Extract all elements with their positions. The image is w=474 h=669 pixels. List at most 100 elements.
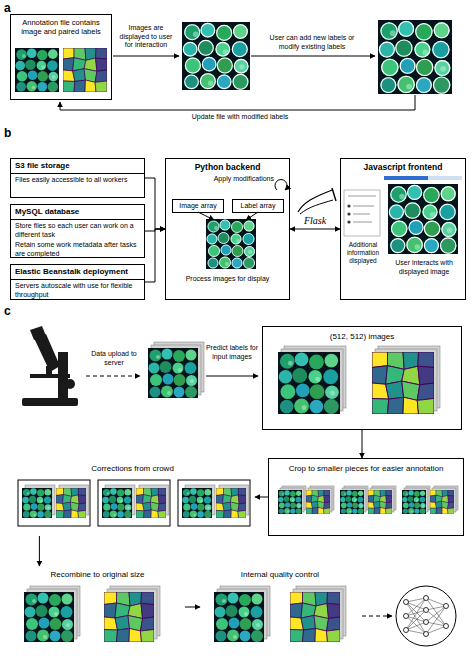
panel-a-art — [182, 22, 250, 90]
box-text: Retain some work metadata after tasks ar… — [11, 239, 144, 258]
panel-b-art — [300, 200, 333, 214]
box-text: Files easily accessible to all workers — [11, 174, 144, 185]
panel-c-art — [424, 608, 429, 613]
panel-c-art — [178, 480, 250, 526]
panel-a-art — [378, 20, 452, 94]
process-box: Javascript frontendAdditional informatio… — [340, 158, 466, 300]
panel-c-art — [396, 586, 456, 646]
annotation-text: Images are displayed to user for interac… — [116, 24, 176, 50]
panel-c-art — [424, 596, 429, 601]
panel-b-art — [348, 195, 376, 197]
annotation-text: User can add new labels or modify existi… — [262, 34, 362, 51]
panel-c-art — [406, 598, 426, 630]
panel-c-art — [22, 398, 78, 406]
panel-c-art — [404, 600, 409, 605]
panel-c-art — [426, 610, 446, 626]
panel-c-art — [30, 326, 46, 340]
box-heading: Label array — [233, 200, 283, 212]
panel-c-art — [426, 606, 446, 634]
panel-b-art — [353, 206, 374, 207]
box-text: Servers autoscale with use for flexible … — [11, 280, 144, 299]
panel-c-art — [306, 490, 330, 514]
panel-c-art — [406, 598, 446, 634]
panel-b-art — [298, 190, 332, 212]
annotation-text: Predict labels for input images — [202, 344, 262, 361]
process-box: Annotation file contains image and paire… — [10, 14, 112, 100]
panel-c-art — [406, 610, 426, 630]
panel-c-art — [206, 376, 258, 377]
process-box: Corrections from crowd — [10, 458, 255, 536]
panel-c-art — [24, 592, 74, 642]
panel-b-art — [198, 176, 462, 269]
connector-arrow — [362, 430, 363, 458]
process-box: S3 file storageFiles easily accessible t… — [10, 158, 145, 198]
box-text: Apply modifications — [196, 175, 274, 184]
panel-c-art — [102, 488, 132, 518]
panel-c-art — [18, 480, 90, 526]
box-text: Store files so each user can work on a d… — [11, 220, 144, 239]
process-box: Python backendApply modificationsProcess… — [165, 158, 290, 300]
process-box: (512, 512) images — [262, 326, 462, 430]
connector-arrow — [290, 229, 340, 230]
panel-c-art — [98, 480, 170, 526]
box-heading: Annotation file contains image and paire… — [14, 18, 108, 36]
box-heading: MySQL database — [11, 205, 144, 220]
process-box: MySQL databaseStore files so each user c… — [10, 204, 145, 258]
panel-a-art — [113, 56, 179, 57]
panel-c-art — [424, 620, 429, 625]
panel-a-art — [60, 95, 415, 110]
panel-b-art — [246, 212, 258, 220]
panel-c-art — [426, 626, 446, 634]
panel-a-art — [251, 56, 375, 57]
box-heading: Javascript frontend — [341, 162, 465, 172]
connector-arrow — [255, 497, 268, 498]
panel-c-art — [148, 348, 198, 398]
panel-b-art — [384, 176, 428, 180]
edge-label: Flask — [293, 215, 337, 227]
box-heading: Image array — [173, 200, 223, 212]
process-box: Label array — [232, 199, 284, 213]
panel-b-art — [347, 212, 350, 215]
panel-c-art — [444, 604, 449, 609]
panel-c-art — [444, 624, 449, 629]
panel-c-art — [402, 490, 426, 514]
panel-c-art — [362, 616, 392, 617]
process-box: Recombine to original size — [10, 566, 185, 648]
panel-c-art — [30, 374, 70, 378]
panel-b-art — [344, 190, 380, 236]
annotation-text: Update file with modified labels — [160, 113, 320, 122]
panel-c-art — [426, 598, 446, 626]
panel-c-art — [214, 592, 264, 642]
panel-c-art — [104, 592, 154, 642]
panel-b-art — [388, 184, 458, 254]
connector-arrow — [145, 229, 165, 282]
panel-c-art — [136, 488, 166, 518]
box-heading: Recombine to original size — [10, 570, 185, 580]
connector-arrow — [145, 178, 165, 229]
panel-c-art — [65, 379, 75, 389]
panel-b-art — [347, 204, 350, 207]
box-heading: Internal quality control — [200, 570, 360, 580]
panel-a-art — [63, 48, 107, 92]
panel-letter: a — [4, 1, 11, 15]
panel-c-art — [406, 622, 426, 630]
panel-b-art — [275, 180, 287, 190]
box-heading: Corrections from crowd — [10, 464, 255, 474]
connector-arrow — [145, 229, 165, 231]
box-heading: Elastic Beanstalk deployment — [11, 265, 144, 280]
panel-c-art — [46, 366, 52, 374]
panel-c-art — [278, 352, 340, 414]
panel-c-art — [56, 488, 86, 518]
panel-c-art — [372, 352, 434, 414]
panel-c-art — [86, 376, 140, 377]
panel-c-art — [182, 488, 212, 518]
panel-b-art — [353, 222, 372, 223]
annotation-text: Data upload to server — [84, 350, 144, 367]
connector-arrow — [39, 536, 40, 566]
connector-arrow — [185, 607, 200, 608]
panel-c-art — [404, 596, 449, 637]
